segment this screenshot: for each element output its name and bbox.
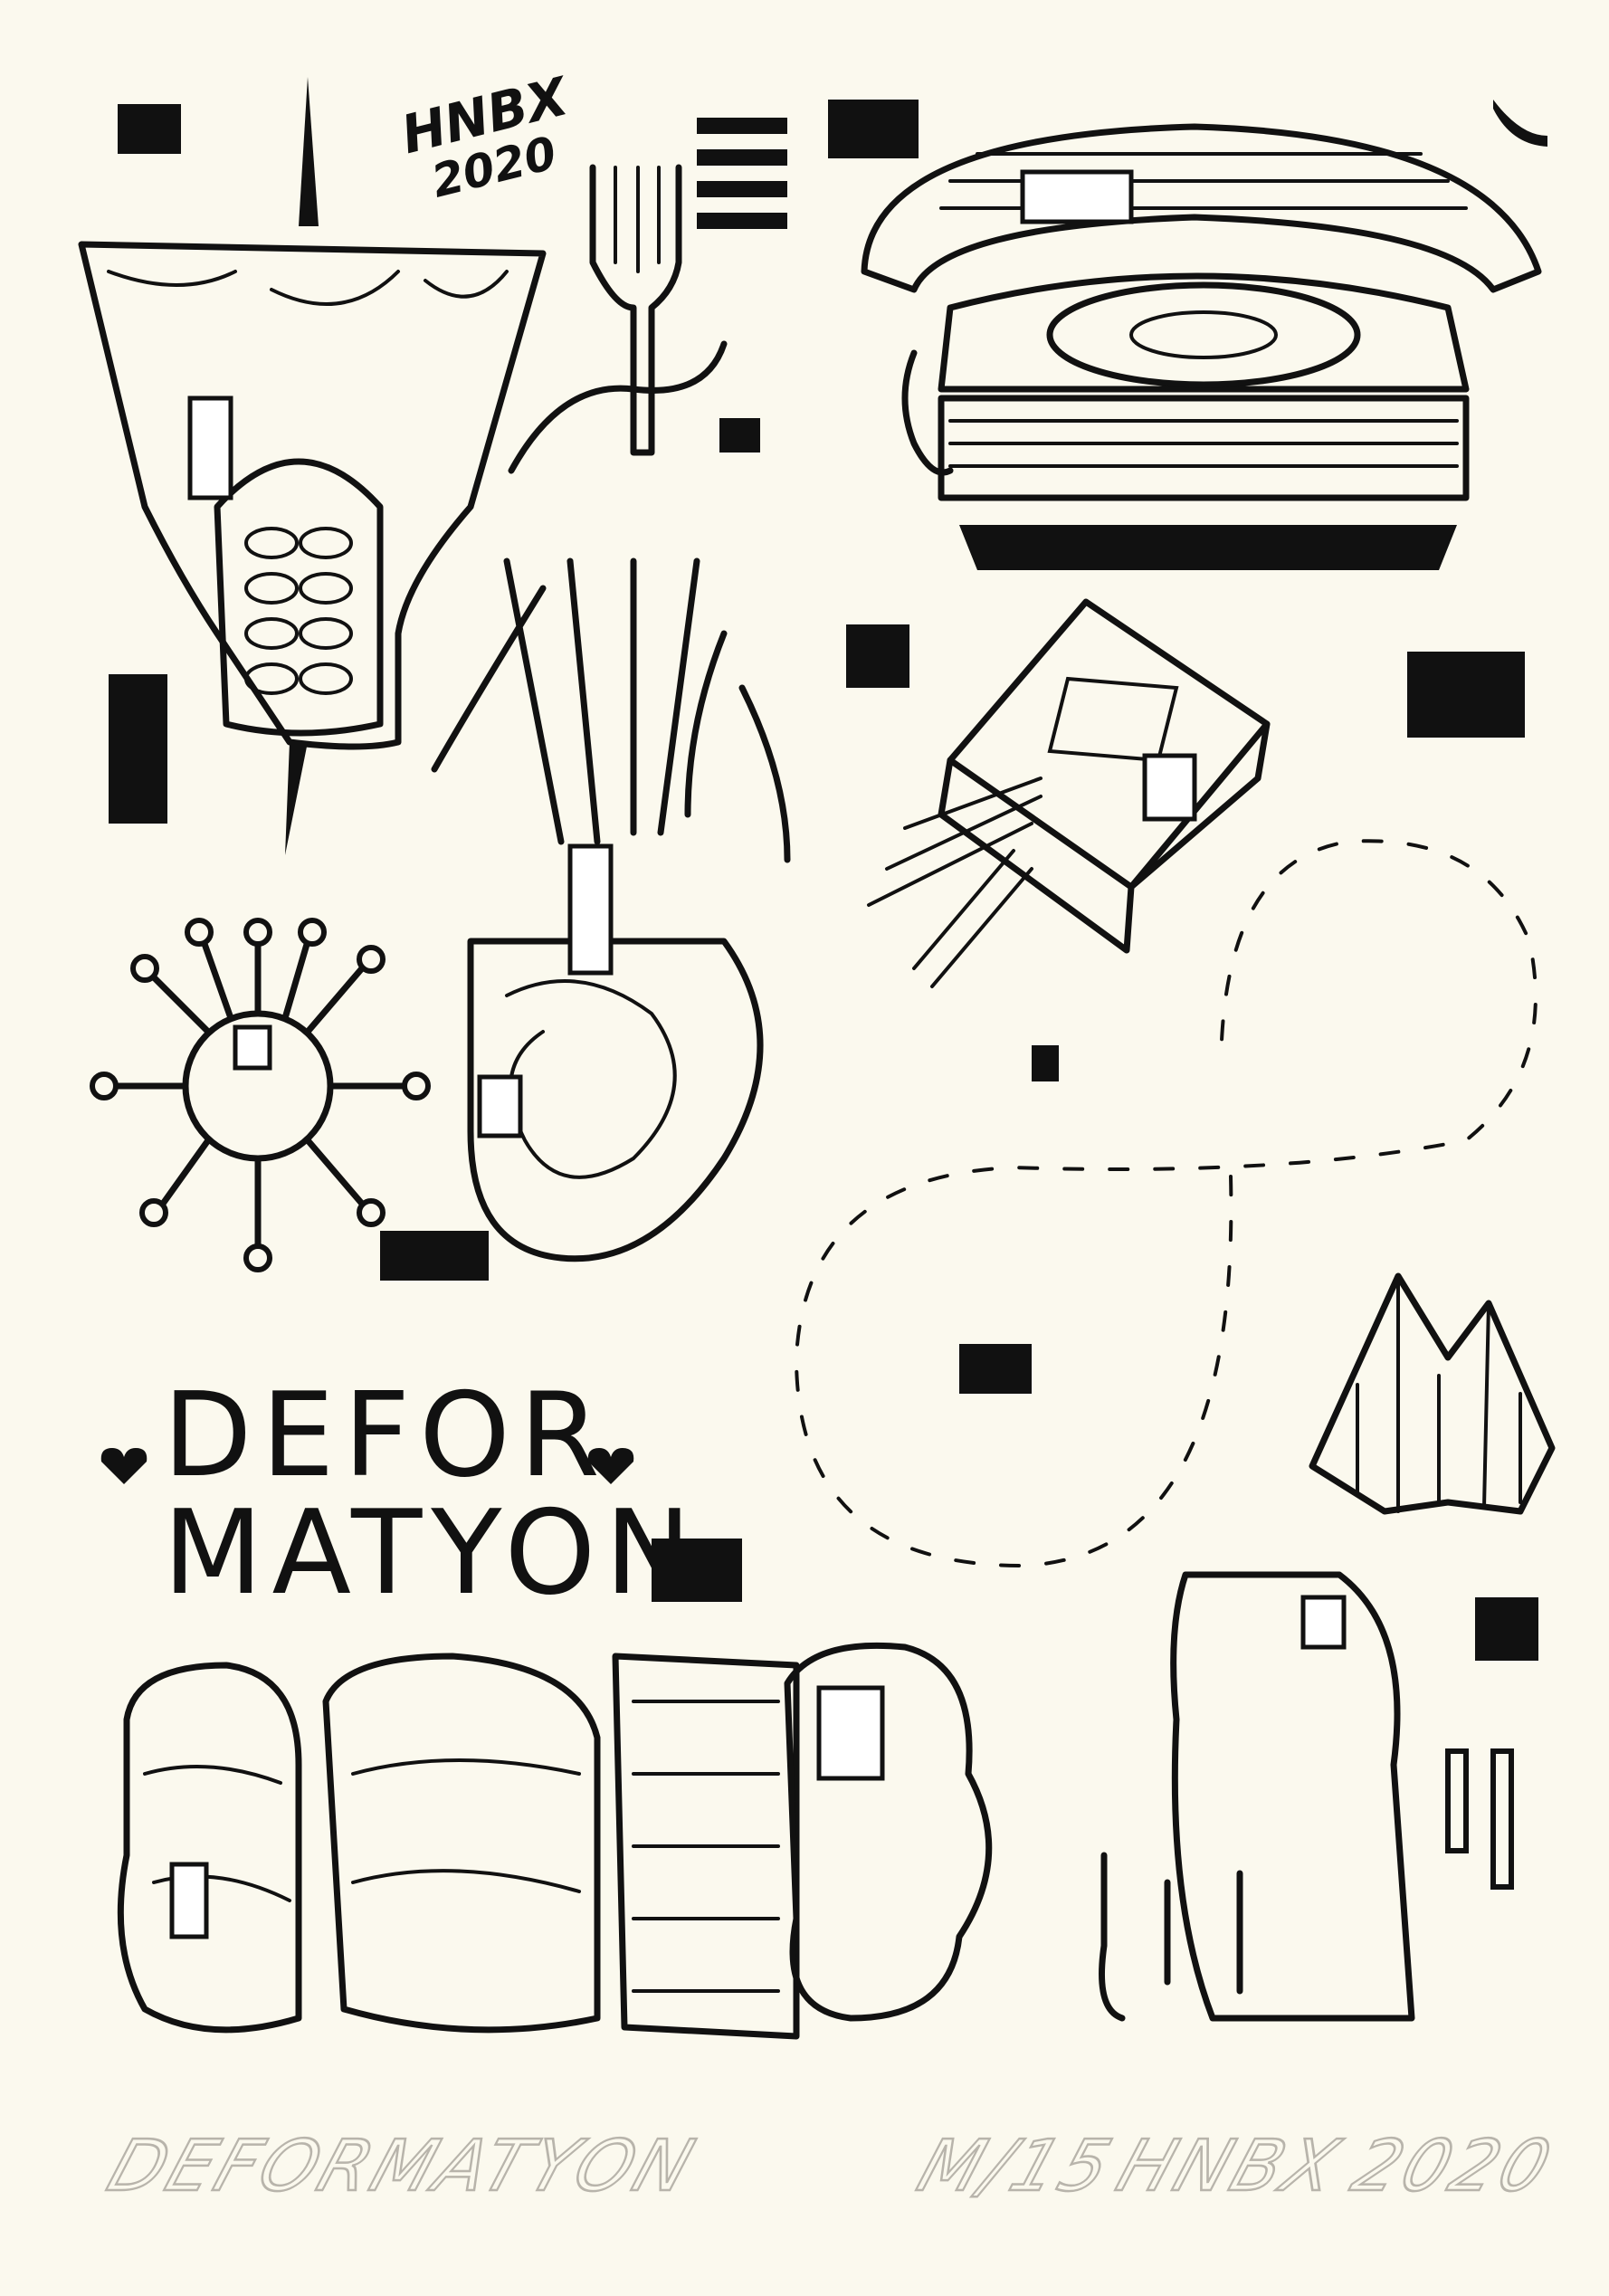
- heart-icon: [587, 1448, 634, 1484]
- matchbox-illustration: [867, 598, 1271, 988]
- hooks-illustration: [1099, 1571, 1514, 2022]
- infinity-chain-illustration: [771, 815, 1561, 1591]
- pencil-inscriptions: DEFORMATYON M/15 HNBX 2020: [98, 2124, 1565, 2208]
- svg-text:DEFOR: DEFOR: [163, 1368, 609, 1503]
- pencil-signature: HNBX: [1108, 2125, 1351, 2207]
- telephone-illustration: [861, 100, 1547, 570]
- svg-text:MATYON: MATYON: [163, 1486, 700, 1621]
- fork-illustration: [508, 118, 787, 474]
- graffiti-tag: HNBX 2020: [395, 64, 576, 207]
- bottom-row-illustrations: [117, 1642, 993, 2040]
- mountains-illustration: [1309, 1272, 1556, 1515]
- cone-head-illustration: [78, 77, 547, 855]
- pencil-edition: M/15: [909, 2125, 1124, 2207]
- virus-illustration: [90, 918, 489, 1281]
- title-block: DEFOR MATYON: [100, 1368, 700, 1621]
- heart-icon: [100, 1448, 148, 1484]
- pencil-year: 2020: [1343, 2125, 1564, 2207]
- pencil-title: DEFORMATYON: [99, 2125, 707, 2207]
- decorative-squares: [109, 100, 1538, 1661]
- pineapple-illustration: [431, 557, 791, 1262]
